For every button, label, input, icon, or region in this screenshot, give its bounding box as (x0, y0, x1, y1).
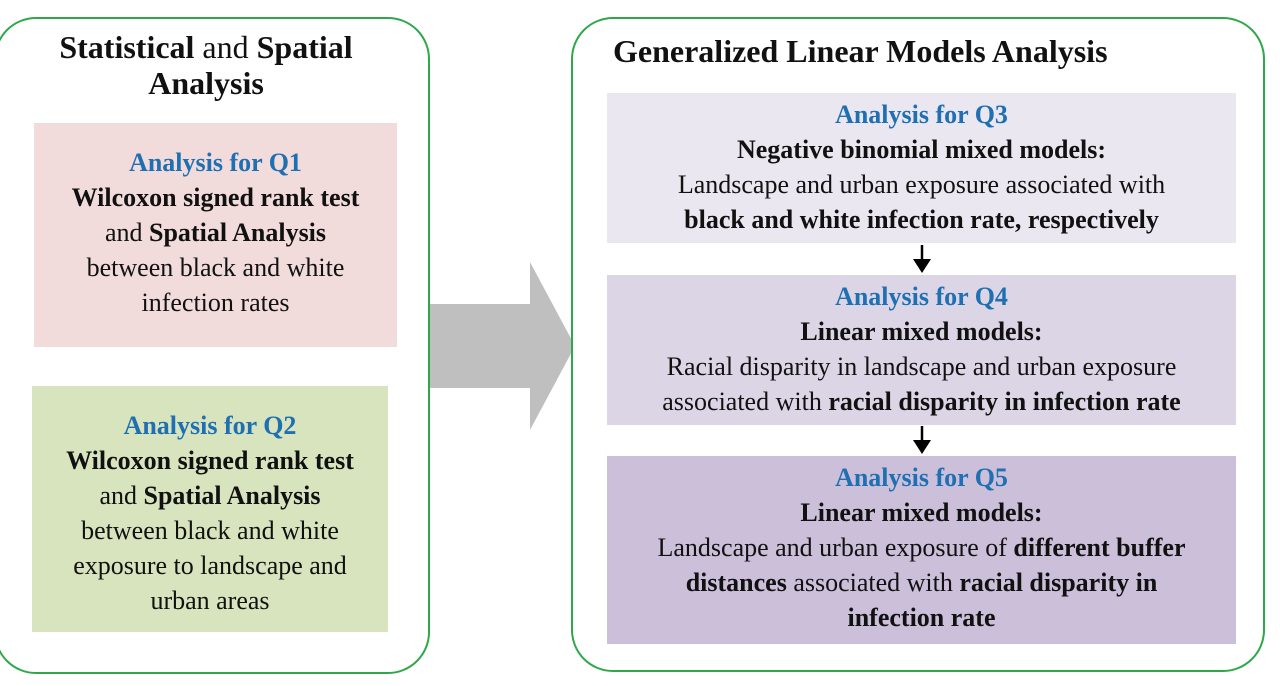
left-panel-title: Statistical and Spatial Analysis (59, 29, 353, 101)
analysis-q5-box: Analysis for Q5 Linear mixed models: Lan… (607, 456, 1236, 644)
flow-arrow-right-icon (430, 262, 575, 430)
arrow-down-icon (913, 245, 931, 273)
q2-heading: Analysis for Q2 (123, 411, 297, 440)
glm-analysis-panel: Generalized Linear Models Analysis Analy… (571, 17, 1265, 672)
q4-heading: Analysis for Q4 (835, 282, 1008, 311)
analysis-q4-box: Analysis for Q4 Linear mixed models: Rac… (607, 275, 1236, 425)
analysis-q2-box: Analysis for Q2 Wilcoxon signed rank tes… (32, 386, 388, 632)
right-panel-title: Generalized Linear Models Analysis (613, 33, 1108, 69)
statistical-spatial-panel: Statistical and Spatial Analysis Analysi… (0, 17, 430, 674)
analysis-q3-box: Analysis for Q3 Negative binomial mixed … (607, 93, 1236, 243)
arrow-down-icon (913, 426, 931, 454)
q3-heading: Analysis for Q3 (835, 100, 1008, 129)
q1-heading: Analysis for Q1 (129, 148, 302, 177)
analysis-q1-box: Analysis for Q1 Wilcoxon signed rank tes… (34, 123, 397, 347)
q5-heading: Analysis for Q5 (835, 463, 1008, 492)
